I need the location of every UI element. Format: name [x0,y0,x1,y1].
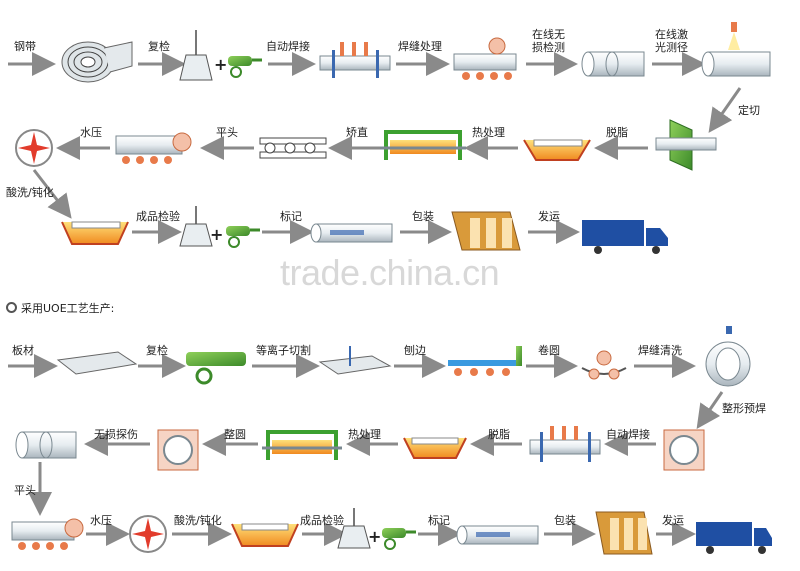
label-steel-strip: 钢带 [14,40,36,53]
label-cut-length: 定切 [738,104,760,117]
label-ndt: 无损探伤 [94,428,138,441]
ultrasonic-probe-icon [186,352,246,385]
section2-title: 采用UOE工艺生产: [6,300,114,316]
label-auto-weld: 自动焊接 [606,428,650,441]
label-weld-clean: 焊缝清洗 [638,344,682,357]
label-recheck: 复检 [148,40,170,53]
weld-grinding-icon [453,37,517,80]
label-plate: 板材 [12,344,34,357]
label-degrease: 脱脂 [606,126,628,139]
label-shipping: 发运 [538,210,560,223]
label-heat-treatment: 热处理 [472,126,505,139]
heat-furnace-icon [262,430,342,460]
label-rounding: 整圆 [224,428,246,441]
plus-sign: + [210,225,223,244]
pipe-bundle-icon [451,211,521,251]
label-edge-planing: 刨边 [404,344,426,357]
steel-plate-icon [56,351,138,375]
label-flat-end: 平头 [216,126,238,139]
cutting-saw-icon [655,119,717,171]
label-shipping: 发运 [662,514,684,527]
label-preweld: 整形预焊 [722,402,766,415]
weld-clean-pipe-icon [705,326,751,387]
label-marking: 标记 [280,210,302,223]
laser-gauge-icon [701,22,771,77]
marked-pipe-icon [310,223,393,243]
label-auto-weld: 自动焊接 [266,40,310,53]
ultrasonic-probe-icon [228,56,262,78]
steel-coil-icon [61,41,133,83]
ultrasonic-probe-icon [382,528,416,550]
degrease-tank-icon [403,437,467,459]
label-plasma-cut: 等离子切割 [256,344,311,357]
end-facing-icon [115,132,192,164]
label-marking: 标记 [428,514,450,527]
arrow [32,169,72,219]
label-weld-treatment: 焊缝处理 [398,40,442,53]
pickling-tank-icon [61,221,129,245]
label-pickling: 酸洗/钝化 [174,514,222,527]
truck-icon [582,220,668,254]
label-online-ndt: 在线无损检测 [532,28,565,54]
label-hydrotest: 水压 [80,126,102,139]
ndt-pipe-icon [581,51,645,77]
edge-planing-icon [448,346,522,376]
pickling-tank-icon [231,523,299,547]
label-final-inspection: 成品检验 [300,514,344,527]
label-degrease: 脱脂 [488,428,510,441]
section2-title-text: 采用UOE工艺生产: [21,302,115,315]
rounding-clamp-icon [157,429,199,471]
label-recheck: 复检 [146,344,168,357]
end-facing-icon [11,518,84,550]
final-inspection-flask-icon [337,508,371,549]
ultrasonic-probe-icon [226,226,260,248]
label-packing: 包装 [554,514,576,527]
marked-pipe-icon [456,525,539,545]
welding-station-icon [529,426,601,462]
roll-forming-icon [581,350,627,380]
label-packing: 包装 [412,210,434,223]
arrow [708,87,742,133]
straightener-rollers-icon [259,137,327,159]
label-heat-treatment: 热处理 [348,428,381,441]
bullet-icon [6,302,17,313]
label-final-inspection: 成品检验 [136,210,180,223]
plasma-cut-plate-icon [318,346,392,375]
arrow [696,391,724,429]
truck-icon [696,522,772,554]
label-flat-end: 平头 [14,484,36,497]
label-hydrotest: 水压 [90,514,112,527]
plus-sign: + [368,527,381,546]
hydrotest-gauge-icon [129,515,167,553]
heat-furnace-icon [380,130,466,160]
label-rolling: 卷圆 [538,344,560,357]
ndt-pipe-icon [15,431,77,459]
preweld-clamp-icon [663,429,705,471]
inspection-flask-icon [179,30,213,81]
final-inspection-flask-icon [179,206,213,247]
label-straighten: 矫直 [346,126,368,139]
degrease-tank-icon [523,139,591,161]
welding-station-icon [319,42,391,78]
pipe-bundle-icon [595,511,653,555]
hydrotest-gauge-icon [15,129,53,167]
plus-sign: + [214,55,227,74]
label-laser-measure: 在线激光测径 [655,28,688,54]
watermark: trade.china.cn [280,252,500,293]
label-pickling: 酸洗/钝化 [6,186,54,199]
